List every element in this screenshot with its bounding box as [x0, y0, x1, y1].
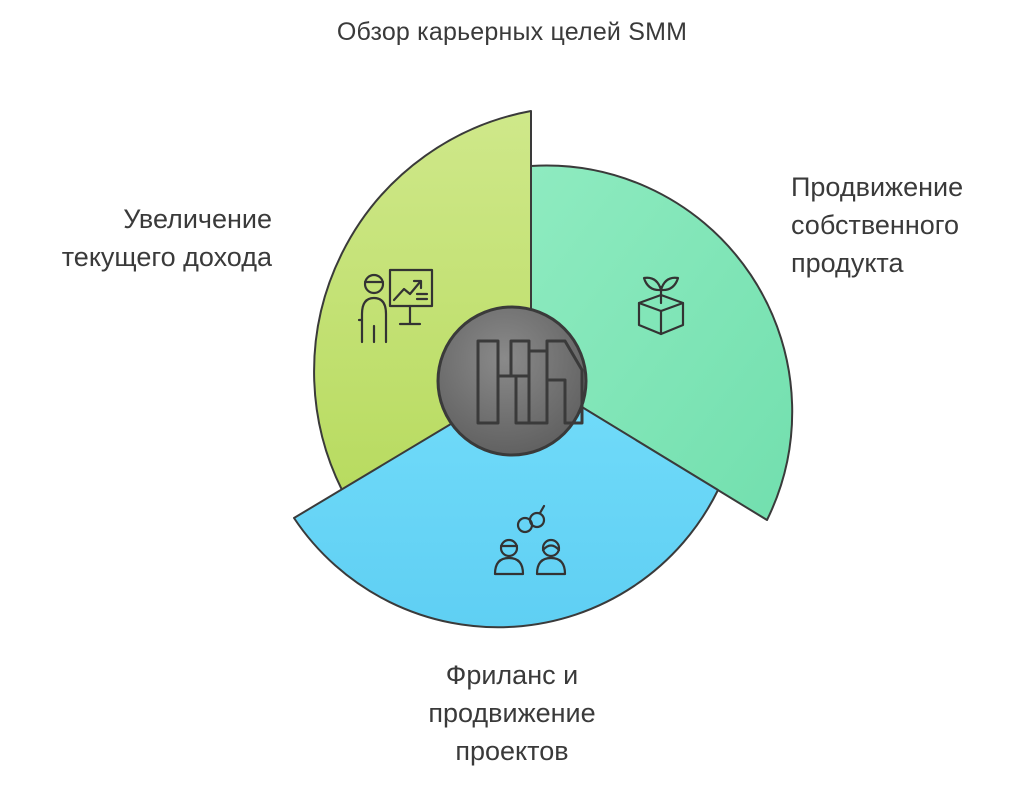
center-hub	[436, 305, 588, 457]
label-line: проектов	[455, 736, 569, 766]
label-line: Фриланс и	[445, 660, 579, 690]
hub-blocks-icon	[476, 339, 584, 425]
segment-freelance	[293, 375, 719, 629]
label-line: Увеличение	[123, 204, 272, 234]
label-freelance: Фриланс и продвижение проектов	[362, 656, 662, 770]
label-line: текущего дохода	[61, 242, 272, 272]
label-line: Продвижение	[791, 172, 964, 202]
people-collaboration-icon	[493, 504, 567, 576]
label-own-product: Продвижение собственного продукта	[791, 168, 963, 282]
label-current-income: Увеличение текущего дохода	[62, 200, 272, 276]
label-line: продвижение	[428, 698, 596, 728]
label-line: продукта	[791, 248, 904, 278]
diagram-title: Обзор карьерных целей SMM	[336, 18, 688, 46]
label-line: собственного	[791, 210, 960, 240]
sprout-box-icon	[637, 276, 685, 336]
segment-own-product	[530, 164, 794, 521]
teacher-growth-chart-icon	[357, 268, 434, 344]
